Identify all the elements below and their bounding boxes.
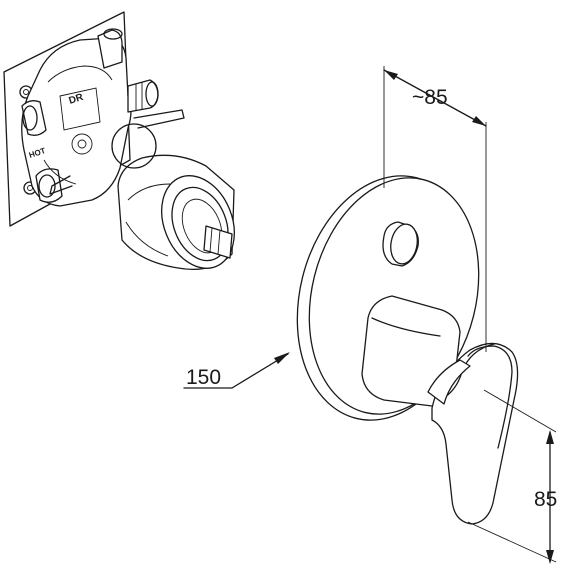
trim-assembly — [296, 175, 519, 525]
depth-dimension: ~85 — [383, 66, 487, 352]
diameter-label: 150 — [186, 366, 221, 389]
height-dimension: 85 — [467, 389, 557, 564]
depth-label: ~85 — [412, 86, 448, 109]
stop-valve-stem — [127, 79, 159, 113]
concealed-valve-body: DR HOT — [3, 11, 235, 271]
diverter-cartridge — [117, 154, 235, 271]
diverter-button — [382, 221, 419, 267]
left-inlet — [21, 100, 47, 136]
diameter-dimension: 150 — [183, 352, 290, 389]
height-label: 85 — [534, 488, 557, 511]
dr-marking: DR — [68, 92, 86, 107]
